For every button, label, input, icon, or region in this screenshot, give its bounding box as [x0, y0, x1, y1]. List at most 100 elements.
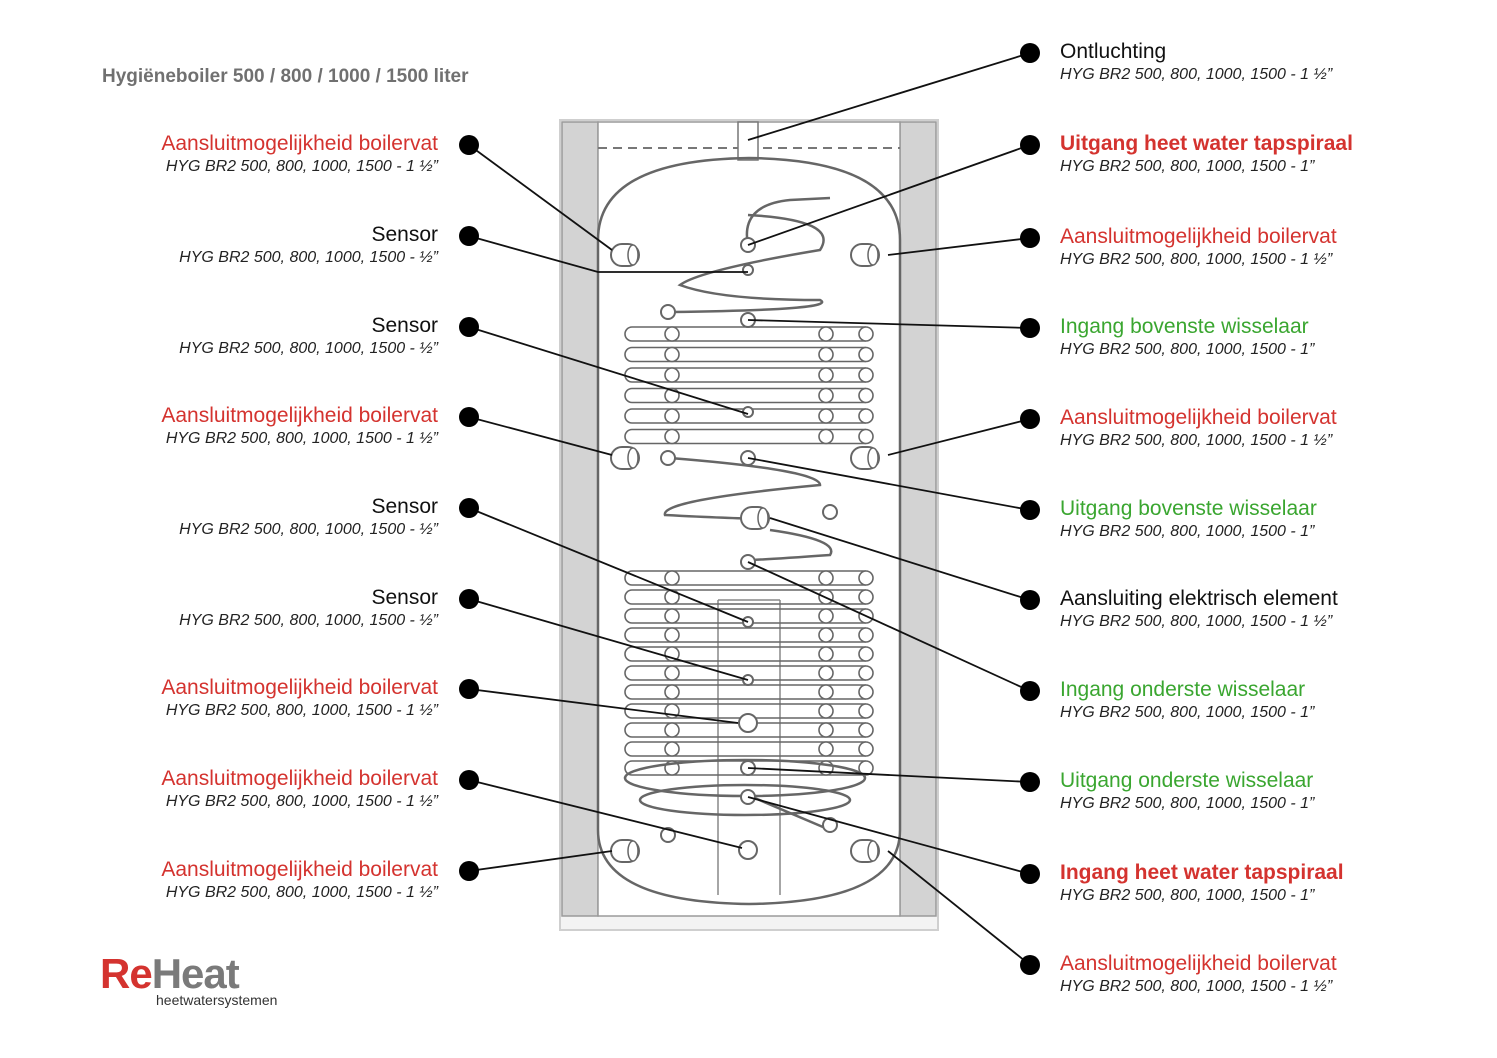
coil-section	[818, 428, 834, 445]
coil-end-left	[624, 684, 633, 700]
left-marker-1	[459, 135, 479, 155]
coil-section	[858, 741, 874, 757]
label-name: Ingang heet water tapspiraal	[1060, 861, 1344, 884]
right-marker-6	[1020, 500, 1040, 520]
label-name: Uitgang bovenste wisselaar	[1060, 497, 1317, 520]
right-marker-9	[1020, 772, 1040, 792]
coil-end-left	[624, 627, 633, 643]
coil-section	[818, 608, 834, 624]
port-fitting	[742, 264, 754, 276]
coil-end-left	[624, 326, 633, 342]
right-leader-line-10	[747, 796, 1031, 875]
upper-tap-spiral	[669, 196, 831, 314]
right-leader-line-8	[747, 561, 1031, 692]
right-leader-line-2	[747, 144, 1031, 246]
label-spec: HYG BR2 500, 800, 1000, 1500 - ½”	[179, 521, 438, 538]
label-spec: HYG BR2 500, 800, 1000, 1500 - ½”	[179, 612, 438, 629]
label-name: Ontluchting	[1060, 40, 1167, 63]
coil-end-left	[624, 589, 633, 605]
label-name: Aansluitmogelijkheid boilervat	[1060, 406, 1337, 429]
label-spec: HYG BR2 500, 800, 1000, 1500 - 1 ½”	[1060, 251, 1333, 268]
left-marker-5	[459, 498, 479, 518]
right-leader-line-1	[747, 52, 1031, 141]
inner-tube	[717, 599, 781, 895]
label-spec: HYG BR2 500, 800, 1000, 1500 - 1 ½”	[165, 702, 438, 719]
coil-section	[664, 428, 680, 445]
label-spec: HYG BR2 500, 800, 1000, 1500 - 1 ½”	[165, 430, 438, 447]
label-spec: HYG BR2 500, 800, 1000, 1500 - 1 ½”	[165, 158, 438, 175]
left-leader-line-9	[468, 850, 613, 872]
coil-end-left	[624, 665, 633, 681]
label-name: Aansluitmogelijkheid boilervat	[161, 676, 438, 699]
left-marker-4	[459, 407, 479, 427]
right-leader-line-6	[747, 457, 1031, 511]
coil-end-left	[624, 346, 633, 363]
left-marker-9	[459, 861, 479, 881]
label-spec: HYG BR2 500, 800, 1000, 1500 - 1 ½”	[1060, 66, 1333, 83]
label-name: Aansluitmogelijkheid boilervat	[1060, 952, 1337, 975]
right-leader-line-11	[887, 850, 1031, 966]
coil-section	[818, 665, 834, 681]
label-name: Sensor	[371, 586, 438, 609]
coil-section	[818, 570, 834, 586]
socket-face	[757, 507, 769, 529]
socket-face	[867, 244, 879, 266]
label-name: Sensor	[371, 495, 438, 518]
coil-end-left	[624, 608, 633, 624]
label-name: Ingang bovenste wisselaar	[1060, 315, 1309, 338]
right-leader-line-3	[887, 237, 1031, 256]
port-fitting	[822, 817, 838, 833]
socket-face	[867, 447, 879, 469]
left-marker-6	[459, 589, 479, 609]
coil-section	[818, 326, 834, 342]
label-name: Uitgang onderste wisselaar	[1060, 769, 1314, 792]
coil-section	[858, 408, 874, 424]
coil-section	[664, 346, 680, 363]
coil-end-left	[624, 741, 633, 757]
coil-section	[858, 346, 874, 363]
right-marker-3	[1020, 228, 1040, 248]
coil-section	[664, 408, 680, 424]
label-name: Aansluiting elektrisch element	[1060, 587, 1338, 610]
connection-markers	[459, 43, 1040, 975]
left-leader-line-5	[468, 507, 749, 623]
coil-section	[858, 367, 874, 383]
right-marker-4	[1020, 318, 1040, 338]
right-marker-8	[1020, 681, 1040, 701]
coil-section	[664, 608, 680, 624]
label-name: Aansluitmogelijkheid boilervat	[1060, 225, 1337, 248]
right-marker-7	[1020, 590, 1040, 610]
coil-section	[818, 408, 834, 424]
label-name: Sensor	[371, 223, 438, 246]
coil-section	[858, 760, 874, 776]
left-leader-line-8	[468, 779, 743, 849]
right-marker-10	[1020, 864, 1040, 884]
right-leader-line-7	[769, 517, 1031, 601]
socket-face	[627, 447, 639, 469]
left-marker-3	[459, 317, 479, 337]
coil-section	[664, 741, 680, 757]
socket-face	[627, 244, 639, 266]
coil-section	[858, 387, 874, 404]
left-leader-line-4	[468, 416, 613, 456]
right-leader-line-5	[887, 418, 1031, 456]
coil-end-left	[624, 570, 633, 586]
right-leader-line-4	[747, 319, 1031, 329]
coil-section	[818, 741, 834, 757]
port-fitting	[660, 450, 676, 466]
coil-end-left	[624, 387, 633, 404]
left-leader-line-7	[468, 688, 739, 724]
socket-face	[627, 840, 639, 862]
label-name: Aansluitmogelijkheid boilervat	[161, 767, 438, 790]
